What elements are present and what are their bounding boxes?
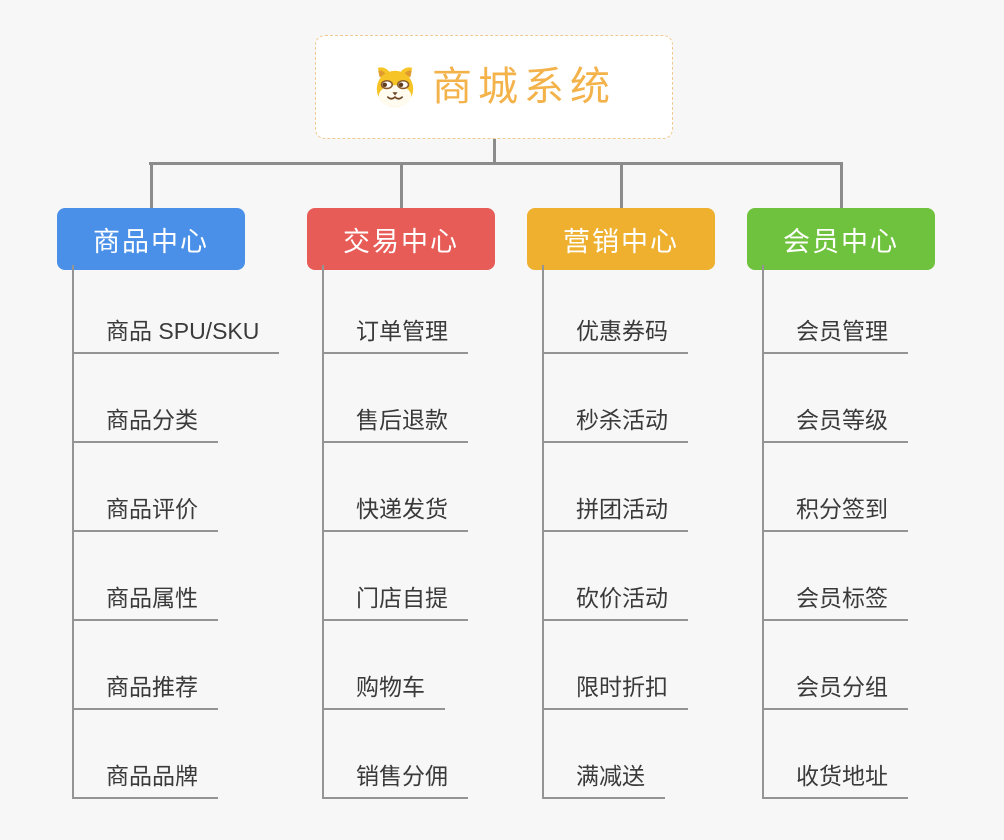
branch-label: 营销中心 [563,226,679,257]
connector-root-vertical [493,139,496,165]
connector-drop-product-center [150,162,153,208]
tree-node-item[interactable]: 限时折扣 [544,621,688,710]
dog-face-icon [372,64,418,110]
tree-node-item[interactable]: 快递发货 [324,443,468,532]
tree-node-item[interactable]: 秒杀活动 [544,354,688,443]
tree-node-item[interactable]: 满减送 [544,710,665,799]
branch-items: 订单管理售后退款快递发货门店自提购物车销售分佣 [322,265,468,799]
tree-node-item[interactable]: 商品评价 [74,443,218,532]
tree-node-item[interactable]: 门店自提 [324,532,468,621]
tree-node-item[interactable]: 购物车 [324,621,445,710]
branch-trade-center: 交易中心 订单管理售后退款快递发货门店自提购物车销售分佣 [307,208,547,799]
tree-node-item[interactable]: 拼团活动 [544,443,688,532]
tree-node-item[interactable]: 会员等级 [764,354,908,443]
tree-node-item[interactable]: 销售分佣 [324,710,468,799]
tree-node-item[interactable]: 积分签到 [764,443,908,532]
connector-horizontal-bar [149,162,842,165]
tree-node-item[interactable]: 会员标签 [764,532,908,621]
tree-node-item[interactable]: 商品属性 [74,532,218,621]
connector-drop-trade-center [400,162,403,208]
branch-header-marketing-center[interactable]: 营销中心 [527,208,715,270]
root-node[interactable]: 商城系统 [315,35,673,139]
root-title: 商城系统 [432,65,616,109]
connector-drop-marketing-center [620,162,623,208]
branch-label: 会员中心 [783,226,899,257]
branch-label: 商品中心 [93,226,209,257]
tree-node-item[interactable]: 商品品牌 [74,710,218,799]
branch-header-product-center[interactable]: 商品中心 [57,208,245,270]
tree-node-item[interactable]: 会员分组 [764,621,908,710]
branch-items: 会员管理会员等级积分签到会员标签会员分组收货地址 [762,265,908,799]
branch-marketing-center: 营销中心 优惠券码秒杀活动拼团活动砍价活动限时折扣满减送 [527,208,767,799]
branch-member-center: 会员中心 会员管理会员等级积分签到会员标签会员分组收货地址 [747,208,987,799]
branch-header-trade-center[interactable]: 交易中心 [307,208,495,270]
tree-node-item[interactable]: 收货地址 [764,710,908,799]
tree-node-item[interactable]: 售后退款 [324,354,468,443]
connector-drop-member-center [840,162,843,208]
tree-node-item[interactable]: 商品 SPU/SKU [74,265,280,354]
tree-node-item[interactable]: 商品分类 [74,354,218,443]
tree-node-item[interactable]: 优惠券码 [544,265,688,354]
branch-items: 优惠券码秒杀活动拼团活动砍价活动限时折扣满减送 [542,265,688,799]
tree-node-item[interactable]: 订单管理 [324,265,468,354]
branch-header-member-center[interactable]: 会员中心 [747,208,935,270]
tree-node-item[interactable]: 商品推荐 [74,621,218,710]
tree-node-item[interactable]: 砍价活动 [544,532,688,621]
tree-node-item[interactable]: 会员管理 [764,265,908,354]
branch-label: 交易中心 [343,226,459,257]
